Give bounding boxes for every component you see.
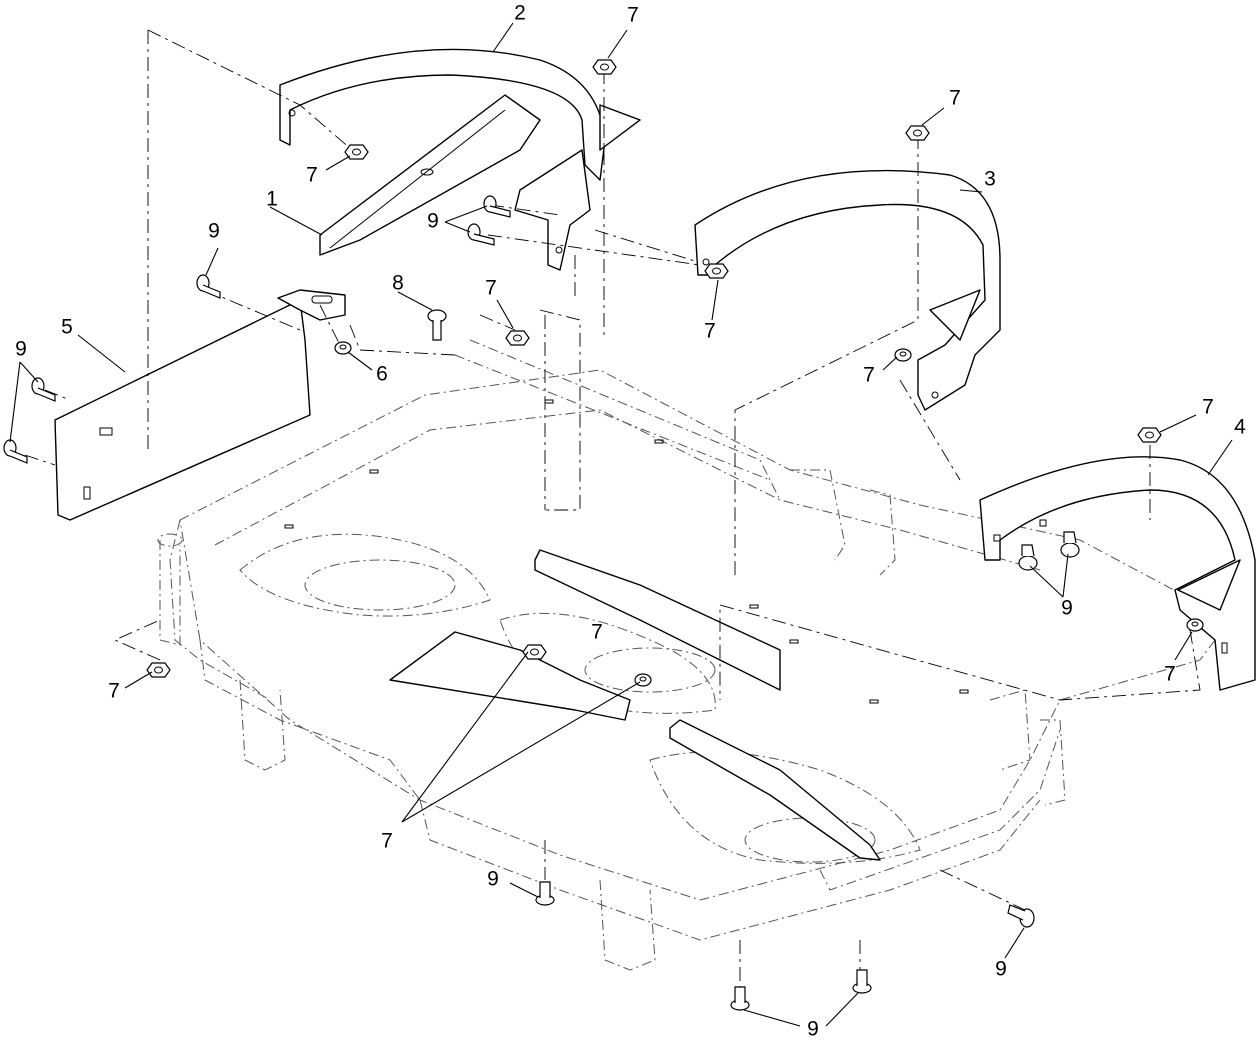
callout-9: 9 <box>208 220 220 243</box>
callout-2: 2 <box>514 2 526 25</box>
nut-icon <box>704 263 729 279</box>
callout-7: 7 <box>108 680 120 703</box>
assembly-center-lines <box>24 29 1201 990</box>
callout-7: 7 <box>591 621 603 644</box>
callout-6: 6 <box>376 363 388 386</box>
callout-7: 7 <box>485 277 497 300</box>
nut-icon <box>894 348 912 362</box>
part-3-baffle <box>694 169 1001 411</box>
nut-icon <box>505 330 530 346</box>
callout-labels: 1 2 3 4 5 6 8 7 7 7 7 7 7 7 7 7 7 7 9 9 … <box>15 2 1246 1041</box>
callout-1: 1 <box>266 188 278 211</box>
deck-housing <box>157 339 1231 971</box>
callout-7: 7 <box>306 164 318 187</box>
callout-7: 7 <box>704 320 716 343</box>
nut-icon <box>1186 618 1204 632</box>
bolt-icon <box>467 223 495 246</box>
bolt-icon <box>1060 531 1080 558</box>
bolt-icon <box>196 274 221 299</box>
callout-9: 9 <box>807 1018 819 1041</box>
callout-9: 9 <box>995 958 1007 981</box>
callout-8: 8 <box>392 272 404 295</box>
nut-icon <box>592 59 617 75</box>
bolt-icon <box>535 881 555 906</box>
bolt-icon <box>31 377 56 402</box>
callout-3: 3 <box>984 168 996 191</box>
part-2-baffle <box>279 48 641 271</box>
part-1-blade <box>319 94 541 256</box>
installed-blades <box>389 549 881 861</box>
bolt-icon <box>483 195 511 218</box>
callout-7: 7 <box>1202 396 1214 419</box>
hardware-bolts <box>3 195 1080 1011</box>
nut-icon <box>522 644 547 660</box>
bolt-icon <box>3 439 28 464</box>
bolt-icon <box>730 986 750 1011</box>
part-4-baffle <box>979 456 1256 691</box>
nut-icon <box>634 673 652 687</box>
nut-icon <box>344 144 369 160</box>
callout-7: 7 <box>949 87 961 110</box>
part-5-baffle-plate <box>54 289 346 521</box>
callout-7: 7 <box>627 4 639 27</box>
part-6-washer <box>334 341 352 355</box>
callout-9: 9 <box>427 210 439 233</box>
bolt-icon <box>852 969 872 994</box>
callout-9: 9 <box>15 338 27 361</box>
nut-icon <box>905 125 930 141</box>
callout-7: 7 <box>1164 663 1176 686</box>
callout-9: 9 <box>1061 597 1073 620</box>
bolt-icon <box>1018 544 1038 571</box>
callout-4: 4 <box>1234 416 1246 439</box>
nut-icon <box>1137 427 1162 443</box>
callout-5: 5 <box>61 316 73 339</box>
callout-7: 7 <box>381 830 393 853</box>
leader-lines <box>9 22 1233 1027</box>
callout-7: 7 <box>863 364 875 387</box>
part-8-pin <box>427 309 447 341</box>
callout-9: 9 <box>487 868 499 891</box>
bolt-icon <box>1007 904 1035 928</box>
nut-icon <box>146 662 171 678</box>
